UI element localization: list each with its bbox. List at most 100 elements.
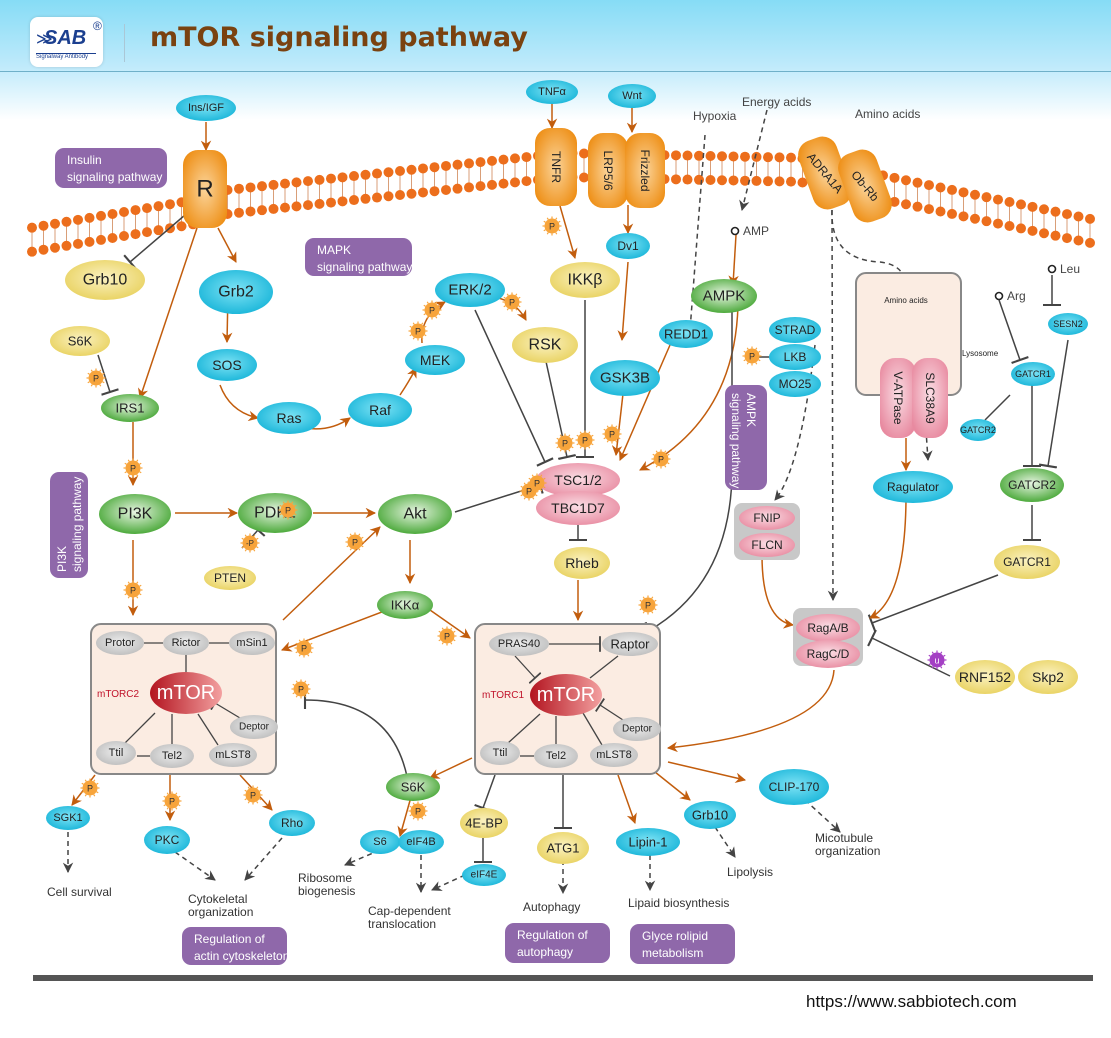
badge-ray (506, 293, 509, 296)
node-ras[interactable]: Ras (257, 402, 321, 434)
node-eif4b[interactable]: eIF4B (398, 830, 444, 854)
sab-logo[interactable]: ≫ SAB ® Signalway Antibody (30, 17, 103, 67)
node-gatcr1a[interactable]: GATCR1 (1011, 362, 1055, 386)
receptor-lrp56[interactable]: LRP5/6 (588, 133, 628, 208)
node-rho[interactable]: Rho (269, 810, 315, 836)
receptor-shape (535, 128, 577, 206)
node-ragab[interactable]: RagA/B (796, 614, 860, 642)
node-sgk1[interactable]: SGK1 (46, 806, 90, 830)
complex-member-ttil[interactable]: Ttil (480, 741, 520, 765)
node-label: AMPK (703, 288, 746, 305)
node-tnfa[interactable]: TNFα (526, 80, 578, 104)
node-label: Dv1 (617, 239, 639, 253)
node-gsk3b[interactable]: GSK3B (590, 360, 660, 396)
node-rnf152[interactable]: RNF152 (955, 660, 1015, 694)
node-ikkb[interactable]: IKKβ (550, 262, 620, 298)
node-pkc[interactable]: PKC (144, 826, 190, 854)
complex-member-rictor[interactable]: Rictor (163, 631, 209, 655)
node-gatcr1b[interactable]: GATCR1 (994, 545, 1060, 579)
footer-url[interactable]: https://www.sabbiotech.com (806, 992, 1017, 1011)
complex-member-tel2[interactable]: Tel2 (534, 744, 578, 768)
node-redd1[interactable]: REDD1 (659, 320, 713, 348)
node-mek[interactable]: MEK (405, 345, 465, 375)
node-grb10b[interactable]: Grb10 (684, 801, 736, 829)
node-lkb[interactable]: LKB (769, 344, 821, 370)
mtorc1-core[interactable]: mTOR (530, 674, 602, 716)
node-s6ka[interactable]: S6K (50, 326, 110, 356)
node-eif4e[interactable]: eIF4E (462, 864, 506, 886)
node-atg1[interactable]: ATG1 (537, 832, 589, 864)
node-rheb[interactable]: Rheb (554, 547, 610, 579)
lipid-head (153, 225, 164, 236)
node-akt[interactable]: Akt (378, 494, 452, 534)
receptor-slc38a9[interactable]: SLC38A9 (912, 358, 948, 438)
node-4ebp[interactable]: 4E-BP (460, 808, 508, 838)
node-rsk[interactable]: RSK (512, 327, 578, 363)
receptor-obrb[interactable]: Ob-Rb (834, 145, 896, 226)
node-gatcr2a[interactable]: GATCR2 (960, 419, 996, 441)
node-erk[interactable]: ERK/2 (435, 273, 505, 307)
node-fnip[interactable]: FNIP (739, 506, 795, 530)
receptor-tnfr[interactable]: TNFR (535, 128, 577, 206)
node-pten[interactable]: PTEN (204, 566, 256, 590)
node-s6[interactable]: S6 (360, 830, 400, 854)
node-ragulator[interactable]: Ragulator (873, 471, 953, 503)
complex-member-pras40[interactable]: PRAS40 (489, 632, 549, 656)
node-ampk[interactable]: AMPK (691, 279, 757, 313)
node-flcn[interactable]: FLCN (739, 533, 795, 557)
node-gatcr2b[interactable]: GATCR2 (1000, 468, 1064, 502)
node-irs1[interactable]: IRS1 (101, 394, 159, 422)
node-label: eIF4E (471, 870, 498, 881)
node-insigf[interactable]: Ins/IGF (176, 95, 236, 121)
node-s6kb[interactable]: S6K (386, 773, 440, 801)
badge-ray (555, 217, 558, 220)
complex-member-raptor[interactable]: Raptor (602, 632, 658, 656)
node-label: S6K (401, 780, 426, 795)
receptor-vatpase[interactable]: V-ATPase (880, 358, 916, 438)
receptor-r[interactable]: R (183, 150, 227, 228)
complex-member-protor[interactable]: Protor (96, 631, 144, 655)
node-shape (378, 494, 452, 534)
receptor-frizzled[interactable]: Frizzled (625, 133, 665, 208)
node-sos[interactable]: SOS (197, 349, 257, 381)
node-tsc12[interactable]: TSC1/2 (536, 463, 620, 497)
complex-member-deptor[interactable]: Deptor (230, 715, 278, 739)
complex-member-ttil[interactable]: Ttil (96, 741, 136, 765)
node-mo25[interactable]: MO25 (769, 371, 821, 397)
lipid-head (579, 172, 589, 183)
receptor-adra1a[interactable]: ADRA1A (794, 132, 856, 213)
node-shape (684, 801, 736, 829)
node-raf[interactable]: Raf (348, 393, 412, 427)
node-skp2[interactable]: Skp2 (1018, 660, 1078, 694)
node-strad[interactable]: STRAD (769, 317, 821, 343)
complex-member-deptor[interactable]: Deptor (613, 717, 661, 741)
mtorc2-core[interactable]: mTOR (150, 672, 222, 714)
node-grb10a[interactable]: Grb10 (65, 260, 145, 300)
node-tbc1d7[interactable]: TBC1D7 (536, 491, 620, 525)
badge-label: P (250, 791, 256, 801)
edge-tnfr-ikkb (559, 205, 578, 260)
complex-member-mlst8[interactable]: mLST8 (590, 743, 638, 767)
node-ragcd[interactable]: RagC/D (796, 640, 860, 668)
node-shape (659, 320, 713, 348)
node-dv1[interactable]: Dv1 (606, 233, 650, 259)
complex-member-tel2[interactable]: Tel2 (150, 744, 194, 768)
node-clip170[interactable]: CLIP-170 (759, 769, 829, 805)
node-grb2[interactable]: Grb2 (199, 270, 273, 314)
node-sesn2[interactable]: SESN2 (1048, 313, 1088, 335)
node-pdk1[interactable]: PDK1 (238, 493, 312, 533)
complex-member-msin1[interactable]: mSin1 (229, 631, 275, 655)
complex-member-mlst8[interactable]: mLST8 (209, 743, 257, 767)
member-shape (489, 632, 549, 656)
node-lipin1[interactable]: Lipin-1 (616, 828, 680, 856)
node-ikka[interactable]: IKKα (377, 591, 433, 619)
node-pi3k[interactable]: PI3K (99, 494, 171, 534)
node-wnt[interactable]: Wnt (608, 84, 656, 108)
